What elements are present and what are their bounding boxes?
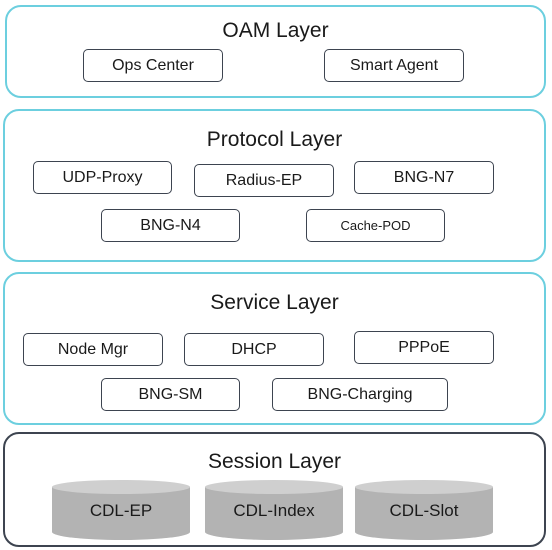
- radius-ep-box: Radius-EP: [194, 164, 334, 197]
- oam-layer-title: OAM Layer: [222, 19, 329, 42]
- service-layer: Service Layer Node Mgr DHCP PPPoE BNG-SM…: [3, 272, 546, 425]
- bng-n4-box: BNG-N4: [101, 209, 240, 242]
- database-icon: [52, 480, 190, 540]
- bng-charging-box: BNG-Charging: [272, 378, 448, 411]
- oam-layer: OAM Layer Ops Center Smart Agent: [5, 5, 546, 98]
- cdl-slot-cylinder: CDL-Slot: [354, 479, 494, 541]
- ops-center-box: Ops Center: [83, 49, 223, 82]
- service-layer-title: Service Layer: [210, 291, 339, 314]
- cdl-slot-label: CDL-Slot: [389, 501, 459, 520]
- cdl-ep-cylinder: CDL-EP: [51, 479, 191, 541]
- session-layer: Session Layer CDL-EP CDL-Index CDL-Slot: [3, 432, 546, 547]
- cdl-index-cylinder: CDL-Index: [204, 479, 344, 541]
- session-layer-title: Session Layer: [207, 450, 342, 473]
- bng-sm-box: BNG-SM: [101, 378, 240, 411]
- smart-agent-box: Smart Agent: [324, 49, 464, 82]
- protocol-layer: Protocol Layer UDP-Proxy Radius-EP BNG-N…: [3, 109, 546, 262]
- database-icon: [205, 480, 343, 540]
- cdl-ep-label: CDL-EP: [89, 501, 153, 520]
- dhcp-box: DHCP: [184, 333, 324, 366]
- udp-proxy-box: UDP-Proxy: [33, 161, 172, 194]
- node-mgr-box: Node Mgr: [23, 333, 163, 366]
- cache-pod-box: Cache-POD: [306, 209, 445, 242]
- pppoe-box: PPPoE: [354, 331, 494, 364]
- protocol-layer-title: Protocol Layer: [206, 128, 343, 151]
- cdl-index-label: CDL-Index: [233, 501, 315, 520]
- database-icon: [355, 480, 493, 540]
- bng-n7-box: BNG-N7: [354, 161, 494, 194]
